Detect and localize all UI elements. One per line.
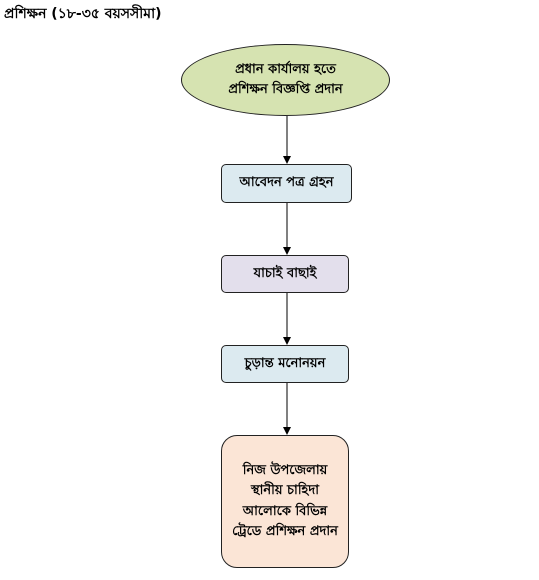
start-node-line1: প্রধান কার্যালয় হতে (235, 61, 336, 77)
page-heading: প্রশিক্ষন (১৮-৩৫ বয়সসীমা) (4, 6, 162, 22)
step-final-selection: চুড়ান্ত মনোনয়ন (221, 345, 349, 383)
start-node-notice: প্রধান কার্যালয় হতে প্রশিক্ষন বিজ্ঞপ্তি… (181, 44, 390, 116)
step-label: চুড়ান্ত মনোনয়ন (244, 355, 326, 371)
end-node-label: নিজ উপজেলায় স্থানীয় চাহিদা আলোকে বিভিন… (232, 463, 338, 539)
step-label: আবেদন পত্র গ্রহন (239, 175, 334, 191)
step-label: যাচাই বাছাই (253, 265, 317, 281)
step-application-receipt: আবেদন পত্র গ্রহন (221, 164, 352, 203)
end-node-training: নিজ উপজেলায় স্থানীয় চাহিদা আলোকে বিভিন… (221, 435, 349, 568)
step-screening: যাচাই বাছাই (221, 255, 349, 293)
start-node-line2: প্রশিক্ষন বিজ্ঞপ্তি প্রদান (228, 82, 343, 97)
